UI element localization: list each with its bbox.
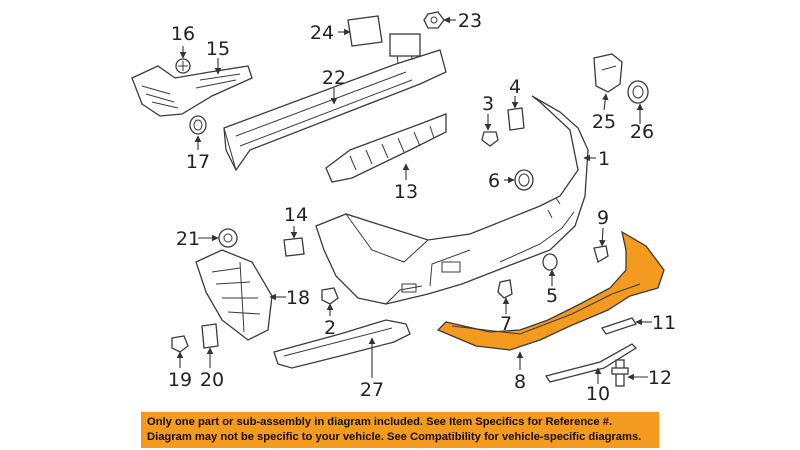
part-8-lower-valance-highlighted [436,230,665,351]
disclaimer-line-1: Only one part or sub-assembly in diagram… [147,416,613,428]
callout-4: 4 [509,76,521,98]
callout-17: 17 [186,151,210,173]
callout-23: 23 [458,10,482,32]
callout-11: 11 [652,312,676,334]
part-15-bracket [131,65,253,117]
callout-5: 5 [546,285,558,307]
part-24-plate [347,15,383,47]
disclaimer-banner: Only one part or sub-assembly in diagram… [141,412,659,448]
callout-21: 21 [176,228,200,250]
part-7-clip [497,279,513,299]
part-9-clip [593,245,609,263]
part-11-molding [600,317,638,335]
callout-20: 20 [200,369,224,391]
callout-leaders [176,16,652,384]
callout-25: 25 [592,111,616,133]
part-20-bracket [201,323,219,349]
callout-8: 8 [514,371,526,393]
callout-15: 15 [206,38,230,60]
part-3-clip [481,131,499,147]
part-26-ring [627,80,649,104]
part-14-clip [283,237,305,257]
part-18-side-bracket [195,249,273,341]
callout-1: 1 [598,148,610,170]
part-5-grommet [542,253,558,271]
part-21-grommet [218,228,238,248]
callout-10: 10 [586,383,610,405]
part-17-grommet [189,115,207,135]
part-22-reinforcement-bar [223,33,447,172]
callout-9: 9 [597,207,609,229]
part-16-clip [175,58,191,74]
callout-22: 22 [322,67,346,89]
callout-26: 26 [630,121,654,143]
part-27-reflector-strip [273,319,411,369]
callout-18: 18 [286,287,310,309]
part-6-grommet [514,169,534,191]
callout-16: 16 [171,23,195,45]
part-25-sensor [593,53,623,93]
callout-19: 19 [168,369,192,391]
part-4-bracket [507,107,525,131]
part-23-nut [423,11,445,29]
part-12-pin [611,359,629,387]
callout-12: 12 [648,367,672,389]
part-10-molding-strip [544,343,638,383]
exploded-parts-diagram: 16 15 17 22 24 23 13 3 4 1 6 25 26 21 14… [131,10,676,405]
callout-14: 14 [284,204,308,226]
callout-24: 24 [310,22,334,44]
part-19-clip [171,335,189,353]
disclaimer-line-2: Diagram may not be specific to your vehi… [147,431,642,443]
callout-7: 7 [500,313,512,335]
part-13-energy-absorber [325,113,447,183]
callout-2: 2 [324,317,336,339]
callout-13: 13 [394,181,418,203]
callout-27: 27 [360,379,384,401]
callout-6: 6 [488,170,500,192]
part-1-bumper-cover [315,95,589,305]
callout-3: 3 [482,93,494,115]
part-2-clip [321,287,339,305]
